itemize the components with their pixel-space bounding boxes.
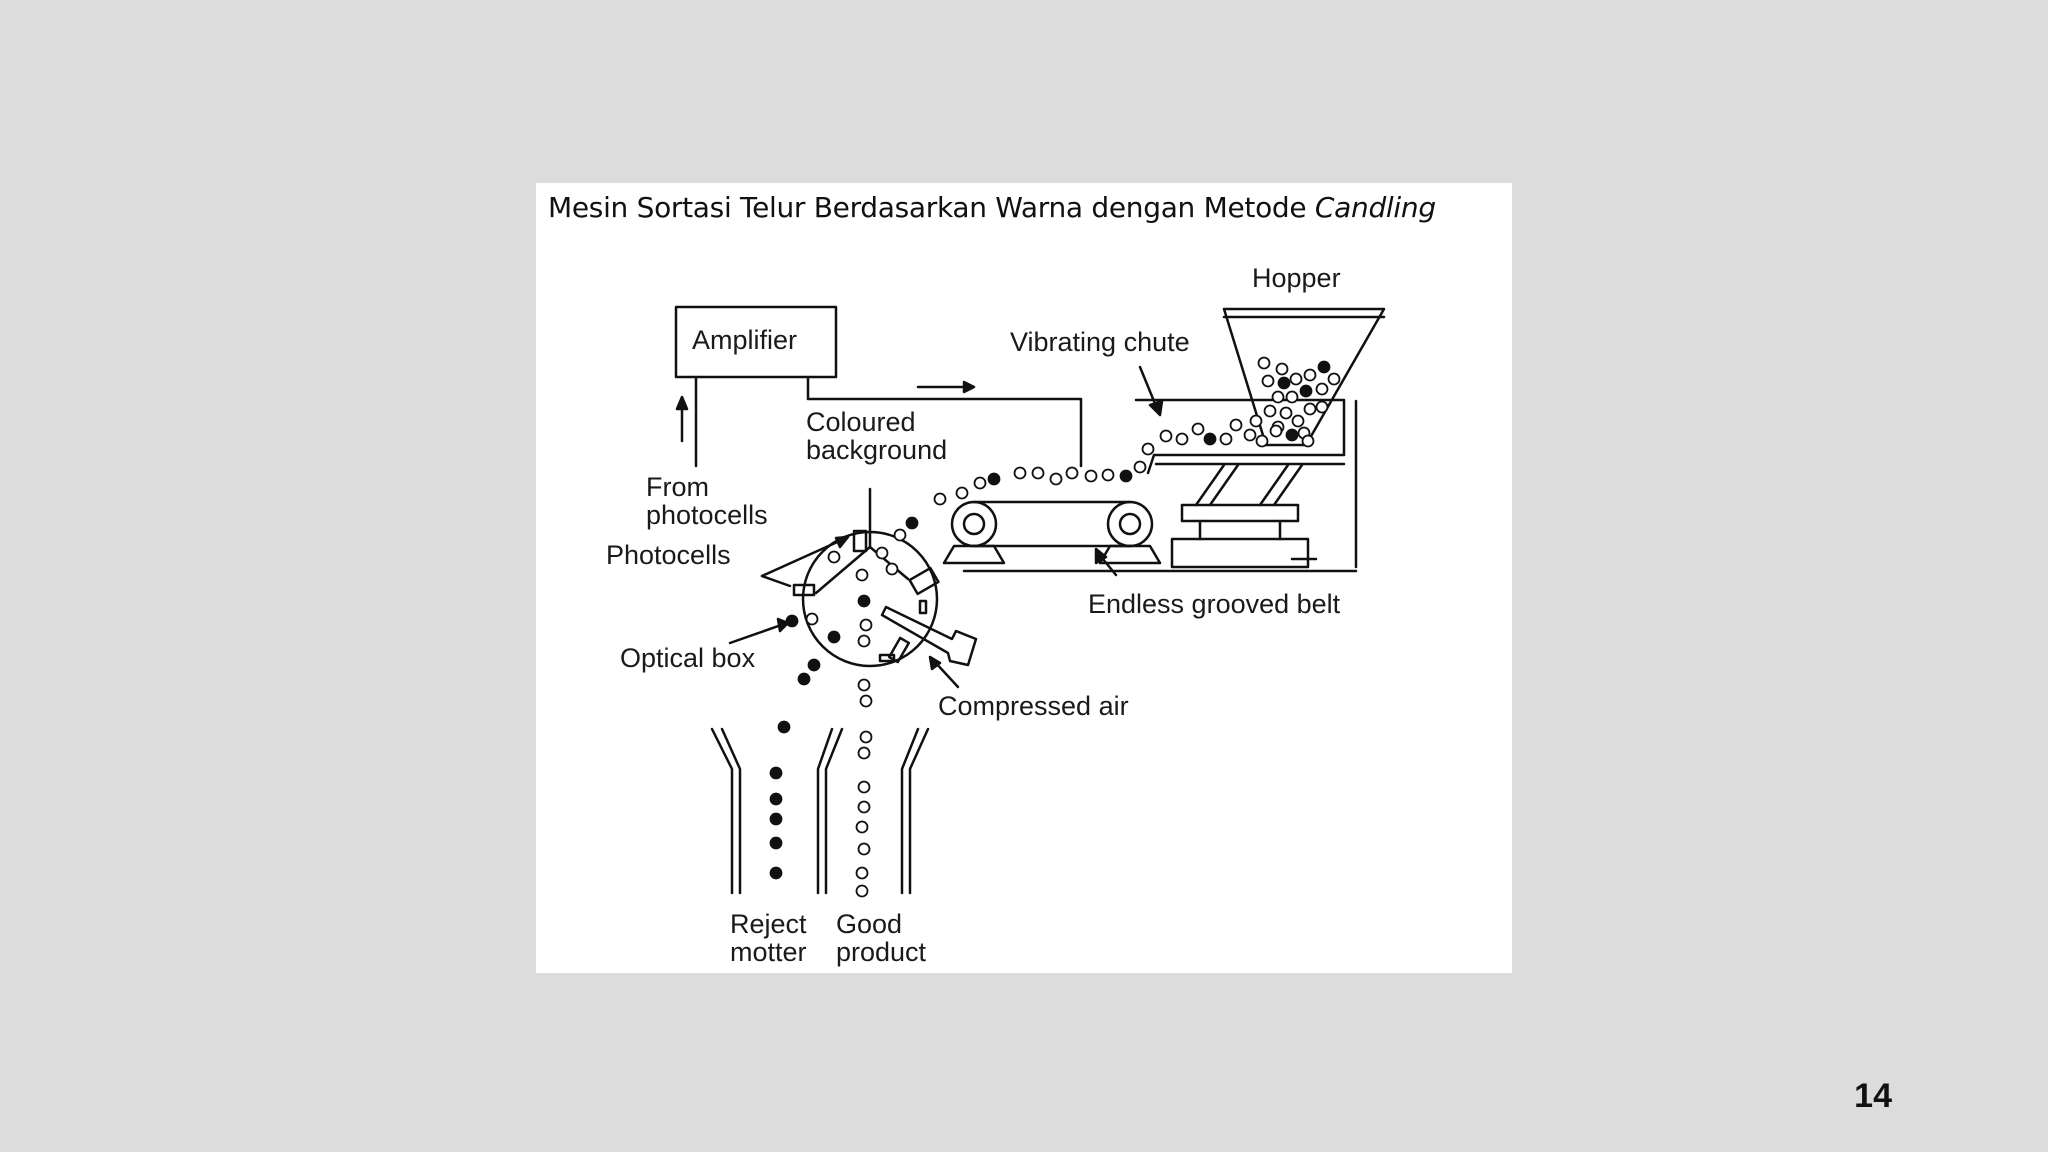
- figure-title: Mesin Sortasi Telur Berdasarkan Warna de…: [548, 191, 1436, 224]
- eggs-reject-stream: [769, 614, 821, 880]
- label-amplifier: Amplifier: [692, 325, 797, 355]
- label-good-line1: Good: [836, 909, 902, 939]
- label-vibrating-chute: Vibrating chute: [1010, 327, 1190, 357]
- eggs-in-hopper: [1257, 356, 1341, 448]
- figure-title-main: Mesin Sortasi Telur Berdasarkan Warna de…: [548, 191, 1315, 224]
- label-compressed-air: Compressed air: [938, 691, 1129, 721]
- label-good-line2: product: [836, 937, 927, 967]
- label-optical-box: Optical box: [620, 643, 756, 673]
- page-number: 14: [1854, 1077, 1892, 1115]
- collection-chutes: [710, 727, 930, 895]
- sorting-machine-diagram: Hopper Amplifier Vibrating chute Coloure…: [606, 263, 1386, 967]
- eggs-in-optical-box: [805, 546, 899, 648]
- eggs-on-chute: [1159, 414, 1283, 448]
- photocell-upper: [852, 529, 868, 553]
- label-hopper: Hopper: [1252, 263, 1341, 293]
- endless-grooved-belt: [942, 500, 1358, 573]
- label-coloured-line2: background: [806, 435, 947, 465]
- label-from-line1: From: [646, 472, 709, 502]
- photocell-left: [792, 583, 816, 597]
- leader-lines: [728, 365, 1164, 689]
- figure-title-italic: Candling: [1314, 191, 1436, 224]
- label-endless-belt: Endless grooved belt: [1088, 589, 1341, 619]
- label-photocells: Photocells: [606, 540, 731, 570]
- label-coloured-line1: Coloured: [806, 407, 916, 437]
- signal-arrow-right: [916, 380, 976, 394]
- chute-support-frame: [1170, 399, 1358, 569]
- label-reject-line1: Reject: [730, 909, 807, 939]
- label-from-line2: photocells: [646, 500, 768, 530]
- amplifier-output-wire: [806, 375, 1083, 468]
- air-nozzle: [880, 605, 978, 667]
- signal-arrow-up: [675, 395, 689, 443]
- sorting-machine-figure: Mesin Sortasi Telur Berdasarkan Warna de…: [536, 183, 1512, 973]
- vibrating-chute: [1134, 398, 1346, 457]
- eggs-good-stream: [855, 678, 873, 898]
- label-reject-line2: motter: [730, 937, 807, 967]
- eggs-on-belt: [893, 442, 1155, 542]
- amplifier-box: [674, 305, 838, 379]
